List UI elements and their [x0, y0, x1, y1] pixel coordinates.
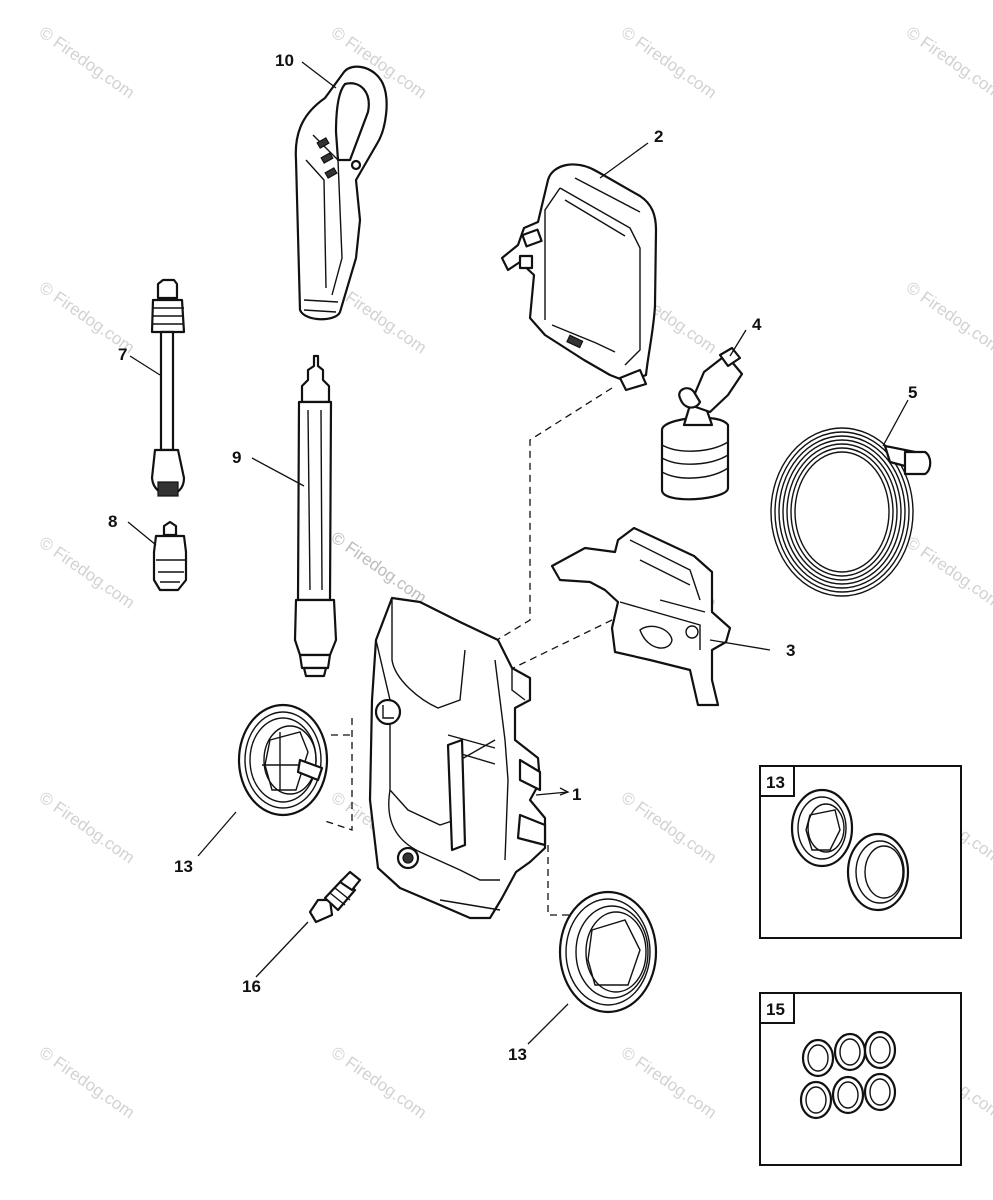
- wheel-right: [558, 890, 658, 1014]
- watermark: © Firedog.com: [36, 788, 138, 868]
- watermark: © Firedog.com: [36, 533, 138, 613]
- callout-16: 16: [242, 977, 261, 996]
- upper-handle-frame: [500, 163, 658, 392]
- watermark: © Firedog.com: [618, 1043, 720, 1123]
- watermark: © Firedog.com: [618, 23, 720, 103]
- callout-10: 10: [275, 51, 294, 70]
- callout-3: 3: [786, 641, 795, 660]
- watermark: © Firedog.com: [328, 1043, 430, 1123]
- detergent-foam-bottle: [660, 346, 744, 501]
- callout-1: 1: [572, 785, 581, 804]
- water-inlet-adapter: [308, 870, 362, 924]
- inset-15-label: 15: [766, 1000, 785, 1019]
- spray-gun-handle: [294, 65, 388, 321]
- callout-leaders: [127, 61, 909, 1045]
- watermark: © Firedog.com: [903, 23, 993, 103]
- lance-wand: [150, 278, 186, 497]
- pressure-washer-main-body: [368, 596, 547, 920]
- callout-13-right: 13: [508, 1045, 527, 1064]
- extension-wand: [293, 354, 338, 678]
- spray-nozzle: [152, 520, 188, 592]
- callout-2: 2: [654, 127, 663, 146]
- inset-13-label: 13: [766, 773, 785, 792]
- callout-4: 4: [752, 315, 762, 334]
- watermark: © Firedog.com: [36, 23, 138, 103]
- watermark: © Firedog.com: [903, 278, 993, 358]
- inset-wheel-kit: 13: [759, 765, 962, 939]
- wheel-left: [237, 703, 329, 817]
- o-rings: [799, 1030, 897, 1120]
- inset-oring-kit: 15: [759, 992, 962, 1166]
- callout-9: 9: [232, 448, 241, 467]
- high-pressure-hose-coil: [770, 427, 932, 597]
- callout-7: 7: [118, 345, 127, 364]
- callout-5: 5: [908, 383, 917, 402]
- watermark: © Firedog.com: [903, 533, 993, 613]
- callout-8: 8: [108, 512, 117, 531]
- accessory-holder-bracket: [550, 526, 732, 707]
- watermark-center: © Firedog.com: [328, 528, 430, 608]
- watermark: © Firedog.com: [36, 1043, 138, 1123]
- watermark: © Firedog.com: [618, 788, 720, 868]
- callout-13-left: 13: [174, 857, 193, 876]
- callout-labels: 10 2 4 5 7 8 9 3 1 13 13 16: [108, 51, 917, 1064]
